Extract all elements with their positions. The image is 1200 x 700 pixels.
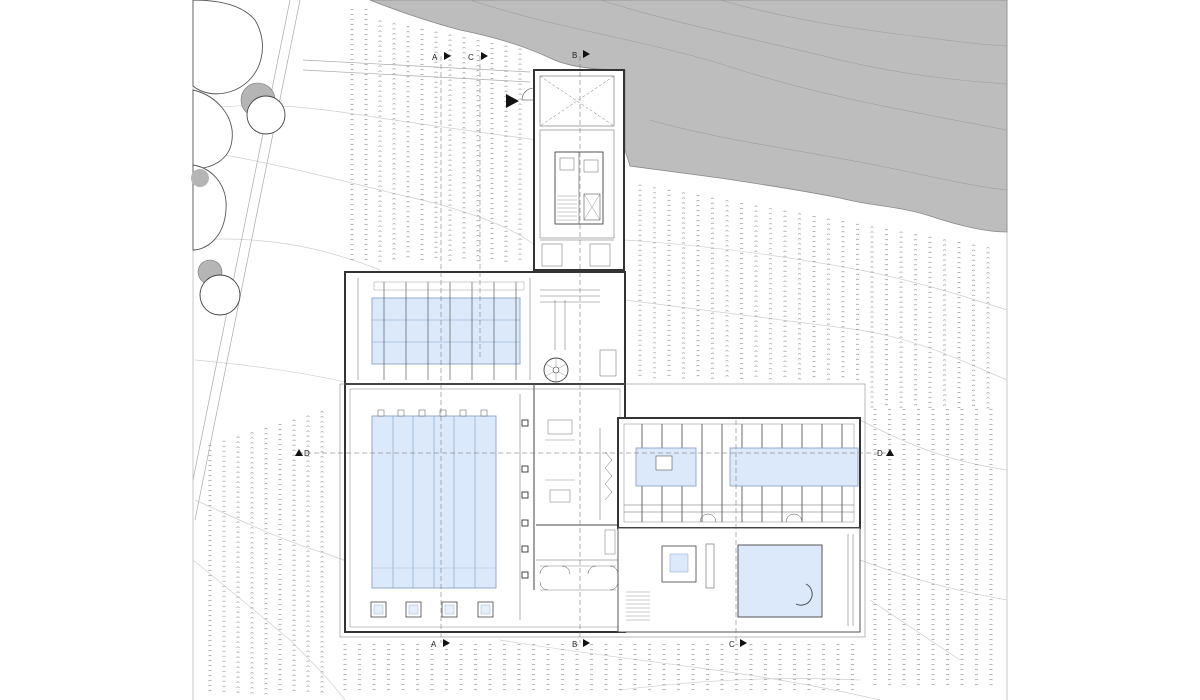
tree-icon (192, 0, 263, 95)
section-arrow-icon (295, 449, 303, 456)
water-body (369, 0, 1008, 233)
section-arrow-icon (583, 50, 590, 58)
section-arrow-icon (481, 52, 488, 60)
section-arrow-icon (444, 52, 451, 60)
section-label-b-top: B (572, 51, 577, 60)
upper-pool (371, 297, 521, 365)
east-wing (599, 417, 861, 529)
terrain-contours (192, 105, 1008, 700)
section-markers: A C B D D A B C (295, 50, 894, 649)
building (339, 69, 866, 638)
tree-icon (192, 89, 233, 169)
tree-icon (240, 82, 286, 135)
podium-outline (339, 383, 866, 638)
tree-icon (197, 259, 241, 316)
section-label-c-bottom: C (729, 640, 735, 649)
section-label-a-top: A (432, 53, 438, 62)
vineyard-rows (208, 8, 993, 695)
section-cut-lines (298, 56, 886, 643)
spiral-stair-icon (543, 357, 569, 383)
entrance-arrow-icon (506, 94, 519, 108)
stair (557, 195, 577, 221)
outdoor-pool (737, 544, 823, 618)
main-pool-hall (344, 383, 626, 633)
east-pool-long (729, 447, 859, 487)
section-label-d-right: D (877, 449, 883, 458)
entrance-tower (521, 69, 625, 271)
section-arrow-icon (740, 639, 747, 647)
access-road (192, 0, 531, 521)
section-arrow-icon (583, 639, 590, 647)
section-arrow-icon (886, 449, 894, 456)
section-arrow-icon (443, 639, 450, 647)
section-label-b-bottom: B (572, 640, 577, 649)
section-label-d-left: D (304, 449, 310, 458)
water-contours (469, 0, 1008, 191)
tree-group (191, 0, 286, 316)
tree-icon (191, 164, 227, 251)
section-label-c-top: C (468, 53, 474, 62)
east-courtyard (617, 527, 861, 633)
section-label-a-bottom: A (431, 640, 437, 649)
upper-pool-hall (344, 271, 626, 385)
